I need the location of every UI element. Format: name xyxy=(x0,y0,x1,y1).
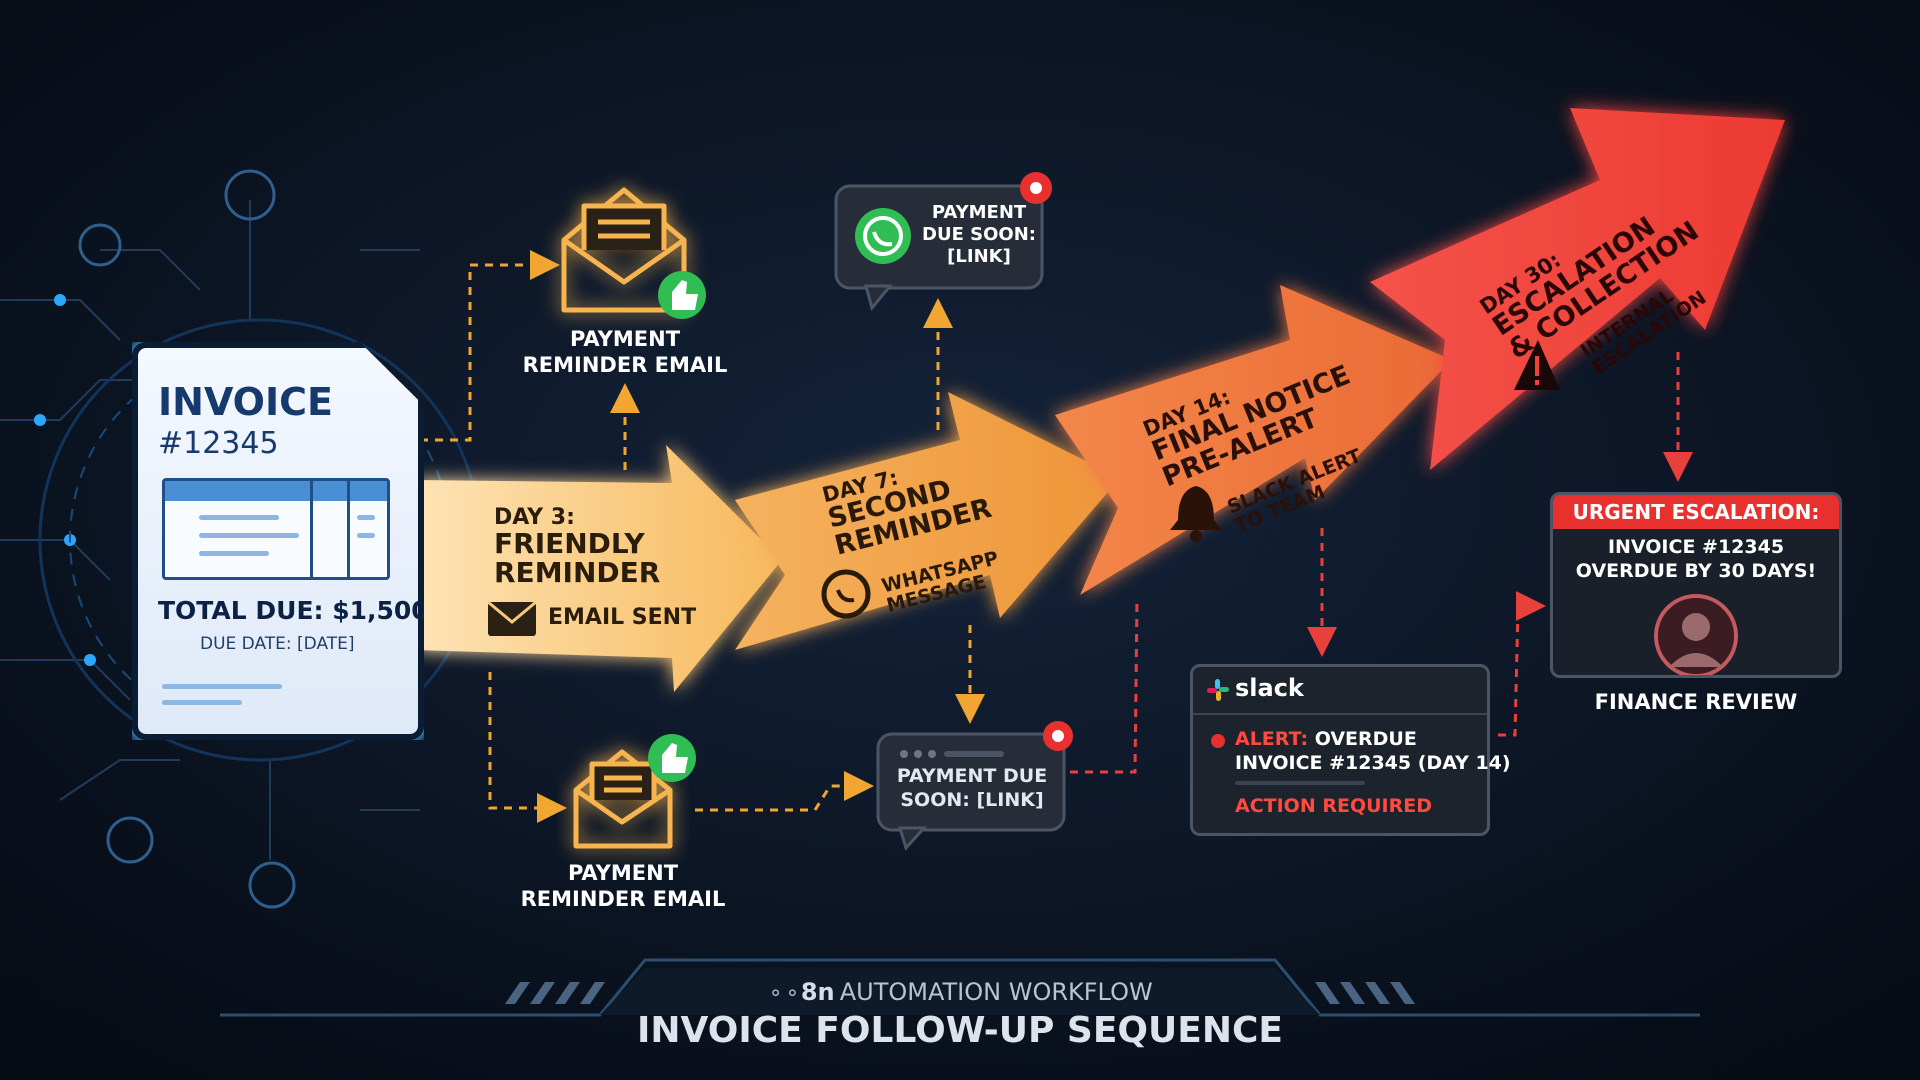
escalation-body: INVOICE #12345 OVERDUE BY 30 DAYS! xyxy=(1575,536,1817,582)
envelope-icon xyxy=(573,749,673,849)
day3-action: EMAIL SENT xyxy=(548,605,697,630)
warning-icon xyxy=(1514,340,1560,390)
thumbs-up-icon xyxy=(658,271,706,319)
slack-action-required: ACTION REQUIRED xyxy=(1235,795,1432,817)
slack-brand: slack xyxy=(1235,674,1304,702)
thumbs-up-icon xyxy=(648,734,696,782)
dashed-red-connectors xyxy=(1070,352,1693,774)
day14-arrow xyxy=(1055,285,1452,595)
email-top-label: PAYMENT REMINDER EMAIL xyxy=(522,327,728,377)
invoice-title: INVOICE xyxy=(158,380,333,424)
avatar-icon xyxy=(1654,594,1738,675)
invoice-due-date: DUE DATE: [DATE] xyxy=(200,634,355,654)
circuit-lines xyxy=(0,169,420,909)
chat-bubble-text: PAYMENT DUE SOON: [LINK] xyxy=(896,765,1048,811)
footer-subtitle: ⚬⚬8n AUTOMATION WORKFLOW xyxy=(660,978,1260,1006)
n8n-icon: ⚬⚬ xyxy=(767,981,801,1005)
invoice-table xyxy=(162,478,390,580)
whatsapp-icon xyxy=(821,569,871,619)
day3-stage-text: DAY 3: FRIENDLY REMINDER xyxy=(494,505,661,590)
whatsapp-bubble-text: PAYMENT DUE SOON: [LINK] xyxy=(922,202,1036,267)
day30-arrow xyxy=(1370,108,1785,470)
chat-bubble xyxy=(876,721,1073,851)
day7-arrow xyxy=(735,392,1120,650)
finance-review-caption: FINANCE REVIEW xyxy=(1594,690,1798,714)
footer-title: INVOICE FOLLOW-UP SEQUENCE xyxy=(637,1010,1283,1051)
slack-card-header: slack xyxy=(1193,667,1487,715)
footer-subtitle-text: AUTOMATION WORKFLOW xyxy=(839,978,1153,1006)
invoice-number: #12345 xyxy=(158,426,279,461)
alert-dot xyxy=(1211,734,1225,748)
whatsapp-bubble xyxy=(834,172,1052,312)
invoice-total: TOTAL DUE: $1,500 xyxy=(158,596,429,625)
dashed-connectors xyxy=(420,250,985,823)
footer-brand: 8n xyxy=(800,978,835,1006)
slack-icon xyxy=(1207,679,1229,701)
footer-frame xyxy=(220,958,1700,1017)
bell-icon xyxy=(1170,486,1222,542)
escalation-header: URGENT ESCALATION: xyxy=(1553,495,1839,529)
slack-alert-card: slack ALERT: OVERDUE INVOICE #12345 (DAY… xyxy=(1190,664,1511,836)
invoice-document: INVOICE #12345 TOTAL DUE: $1,500 DUE DAT… xyxy=(132,342,424,740)
whatsapp-icon xyxy=(855,208,911,264)
envelope-icon xyxy=(487,600,537,636)
email-bottom-label: PAYMENT REMINDER EMAIL xyxy=(520,861,726,911)
urgent-escalation-card: URGENT ESCALATION: INVOICE #12345 OVERDU… xyxy=(1550,492,1842,678)
slack-alert-text: ALERT: OVERDUE INVOICE #12345 (DAY 14) xyxy=(1235,728,1511,774)
